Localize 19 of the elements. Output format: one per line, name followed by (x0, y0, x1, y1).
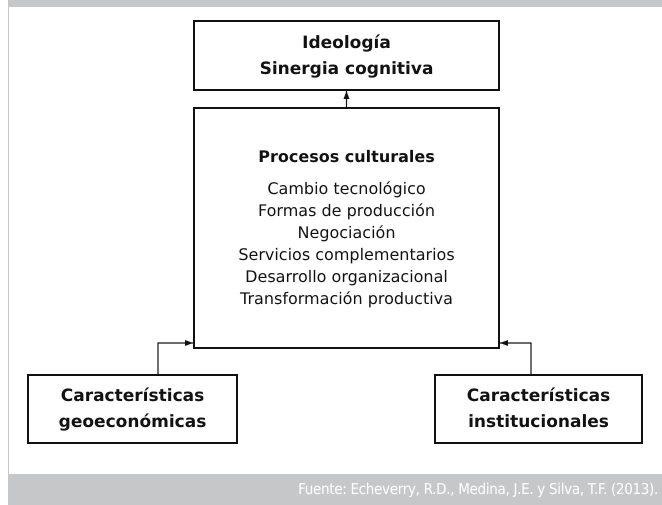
list-item: Desarrollo organizacional (245, 266, 448, 288)
list-item: Negociación (298, 222, 396, 244)
text-box (193, 107, 500, 349)
arrow (157, 340, 193, 374)
source-caption: Fuente: Echeverry, R.D., Medina, J.E. y Silva, T.F. (2013). (8, 474, 662, 505)
list-item: Transformación productiva (240, 288, 453, 310)
box-label: Características geoeconómicas (58, 385, 208, 434)
list-item: Cambio tecnológico (267, 178, 426, 200)
box-label: Sinergia cognitiva (260, 58, 434, 80)
box-label: Características institucionales (466, 385, 612, 434)
list-item: Formas de producción (258, 200, 436, 222)
text-box (434, 374, 643, 444)
arrow (344, 91, 350, 107)
box-heading: Procesos culturales (258, 146, 435, 168)
text-box (27, 374, 238, 444)
arrow (500, 340, 532, 374)
list-item: Servicios complementarios (238, 244, 455, 266)
text-box (193, 20, 500, 91)
box-label: Ideología (302, 32, 391, 54)
